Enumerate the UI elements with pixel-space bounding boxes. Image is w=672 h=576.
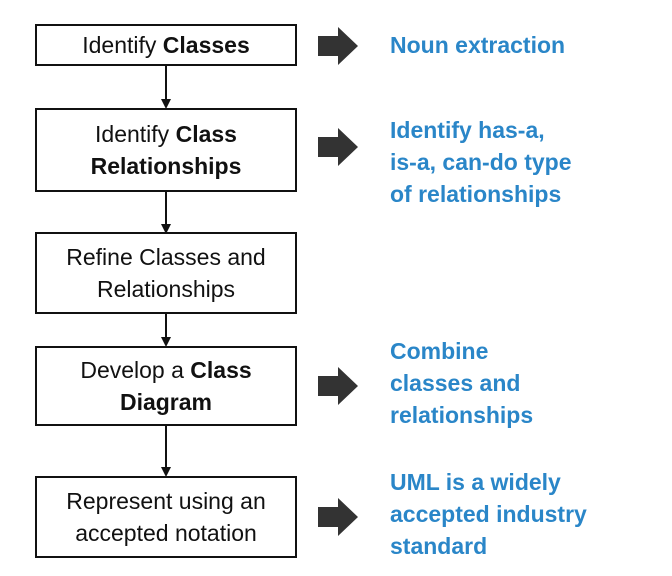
step-text: Relationships	[96, 276, 236, 302]
note-1-line-1: Noun extraction	[390, 32, 566, 58]
step-text-bold: Class	[190, 357, 252, 383]
note-relationship-types: Identify has-a, is-a, can-do type of rel…	[390, 114, 571, 210]
step-box-notation: Represent using an accepted notation	[35, 476, 297, 558]
note-2-line-2: is-a, can-do type	[390, 149, 572, 175]
step-text: accepted notation	[75, 520, 257, 546]
step-2-line-2: Relationships	[91, 150, 242, 182]
note-2-line-1: Identify has-a,	[390, 117, 545, 143]
step-text-bold: Diagram	[119, 389, 213, 415]
note-uml: UML is a widely accepted industry standa…	[390, 466, 587, 562]
note-4-line-3: standard	[390, 533, 488, 559]
step-text: Refine Classes and	[66, 244, 266, 270]
step-text-bold: Class	[175, 121, 237, 147]
step-3-line-1: Refine Classes and	[66, 241, 265, 273]
step-4-line-2: Diagram	[120, 386, 212, 418]
note-noun-extraction: Noun extraction	[390, 29, 565, 61]
step-box-identify-relationships: Identify Class Relationships	[35, 108, 297, 192]
step-box-class-diagram: Develop a Class Diagram	[35, 346, 297, 426]
step-2-line-1: Identify Class	[95, 118, 237, 150]
step-text: Identify	[95, 121, 176, 147]
step-text: Develop a	[80, 357, 191, 383]
step-text: Represent using an	[66, 488, 266, 514]
note-4-line-2: accepted industry	[390, 501, 587, 527]
note-2-line-3: of relationships	[390, 181, 562, 207]
step-5-line-2: accepted notation	[75, 517, 257, 549]
note-combine: Combine classes and relationships	[390, 335, 533, 431]
step-box-identify-classes: Identify Classes	[35, 24, 297, 66]
step-1-line-1: Identify Classes	[82, 29, 250, 61]
step-4-line-1: Develop a Class	[80, 354, 251, 386]
step-text-bold: Relationships	[90, 153, 242, 179]
step-text: Identify	[82, 32, 163, 58]
note-3-line-1: Combine	[390, 338, 489, 364]
step-text-bold: Classes	[162, 32, 250, 58]
note-3-line-3: relationships	[390, 402, 534, 428]
note-3-line-2: classes and	[390, 370, 521, 396]
block-arrow-right-icon	[318, 27, 358, 65]
step-3-line-2: Relationships	[97, 273, 235, 305]
step-5-line-1: Represent using an	[66, 485, 265, 517]
note-4-line-1: UML is a widely	[390, 469, 561, 495]
block-arrow-right-icon	[318, 498, 358, 536]
step-box-refine: Refine Classes and Relationships	[35, 232, 297, 314]
block-arrow-right-icon	[318, 128, 358, 166]
block-arrow-right-icon	[318, 367, 358, 405]
